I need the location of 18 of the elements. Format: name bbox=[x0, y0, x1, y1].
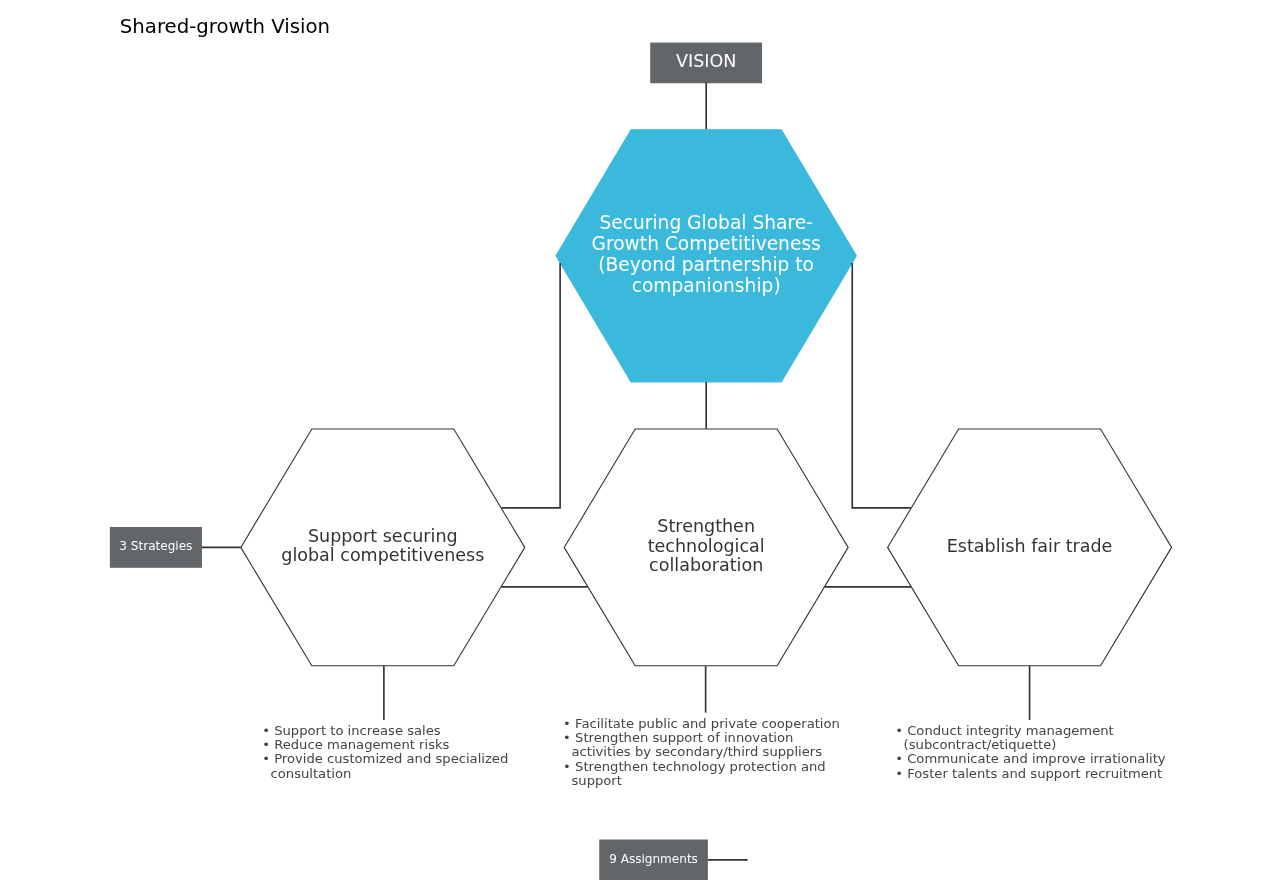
connector bbox=[500, 586, 589, 588]
connector bbox=[705, 81, 707, 131]
node-box: 3 Strategies bbox=[109, 527, 202, 568]
node-box: VISION bbox=[650, 42, 763, 84]
diagram-title: Shared-growth Vision bbox=[119, 14, 331, 38]
connector bbox=[1028, 665, 1031, 721]
connector bbox=[706, 859, 748, 861]
connector bbox=[851, 262, 912, 509]
connector bbox=[705, 381, 707, 430]
node-text: • Support to increase sales • Reduce management risks • Provide customized and specialized consultation bbox=[262, 722, 509, 781]
connector bbox=[383, 665, 385, 721]
connector bbox=[201, 546, 242, 549]
node-text: • Conduct integrity management (subcontract/etiquette) • Communicate and improve irrationality • Foster talents and support recruitment bbox=[895, 722, 1166, 781]
node-text: • Facilitate public and private cooperation • Strengthen support of innovation activities by secondary/third suppliers • Strengthen technology protection and support bbox=[563, 715, 840, 788]
connector bbox=[823, 586, 912, 588]
connector bbox=[704, 665, 707, 714]
node-box: 9 Assignments bbox=[599, 839, 708, 881]
connector bbox=[500, 262, 561, 509]
